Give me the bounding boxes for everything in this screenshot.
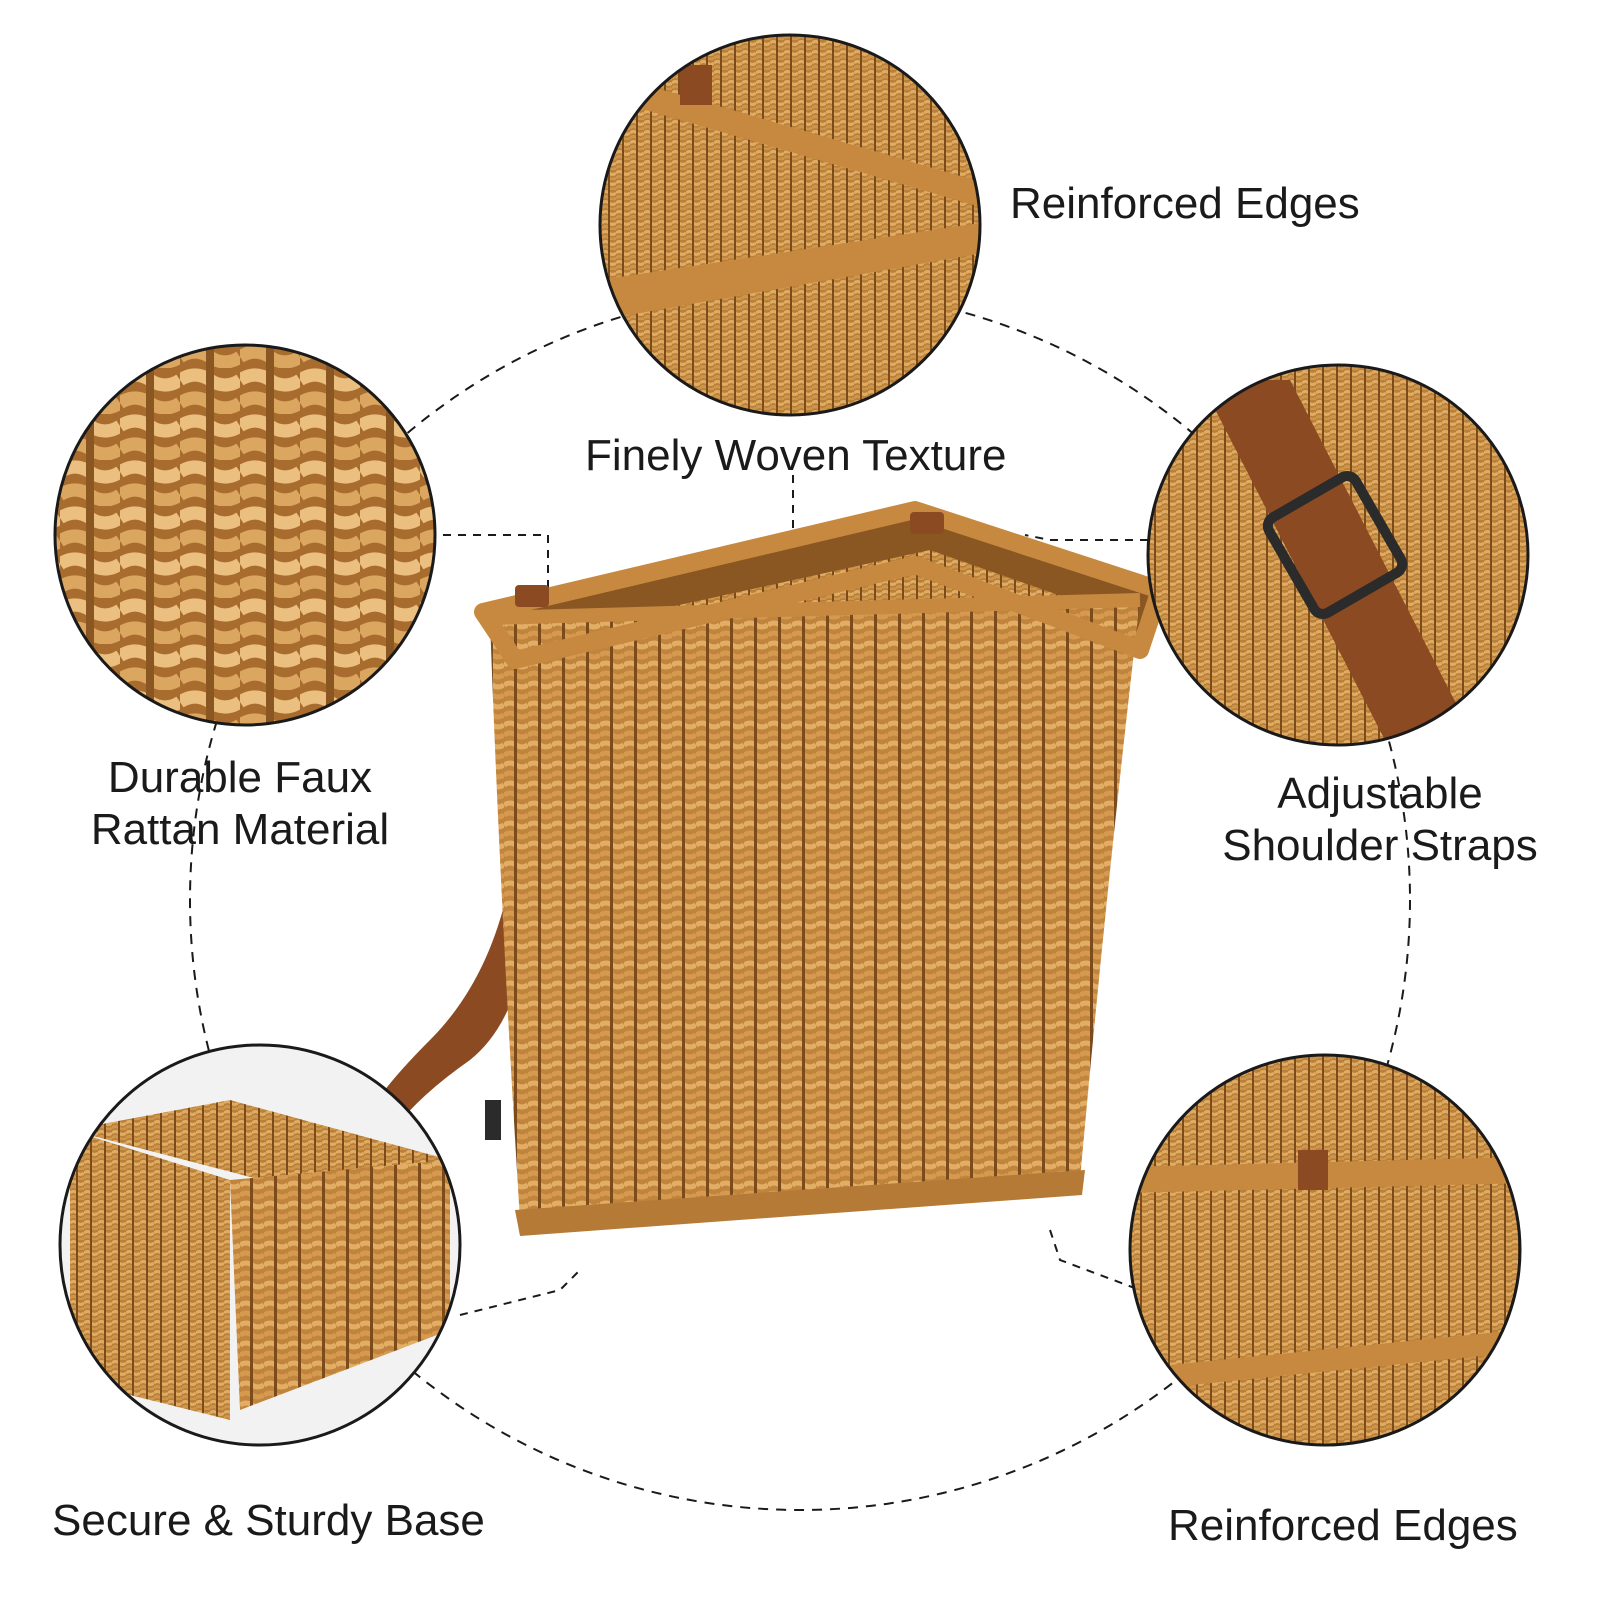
label-finely-woven-texture: Finely Woven Texture [585,431,1007,480]
label-line-2: Shoulder Straps [1222,821,1538,870]
detail-circle-sturdy-base [58,1043,462,1447]
label-reinforced-edges-bottom: Reinforced Edges [1168,1501,1518,1550]
label-line-1: Adjustable [1277,769,1483,818]
detail-circle-rattan-material [53,343,437,727]
label-line-1: Durable Faux [107,753,373,802]
label-sturdy-base: Secure & Sturdy Base [52,1496,485,1545]
label-adjustable-shoulder-straps: Adjustable Shoulder Straps [1200,768,1560,872]
label-durable-rattan-material: Durable Faux Rattan Material [80,752,400,856]
detail-circle-shoulder-straps [1146,363,1530,747]
detail-circle-reinforced-edges-top [598,33,982,417]
label-line-2: Rattan Material [90,805,390,854]
detail-circle-reinforced-edges-bottom [1128,1053,1522,1447]
label-reinforced-edges-top: Reinforced Edges [1010,179,1360,228]
basket-product-image [365,501,1169,1236]
dashed-connector-ring [189,289,1411,1511]
